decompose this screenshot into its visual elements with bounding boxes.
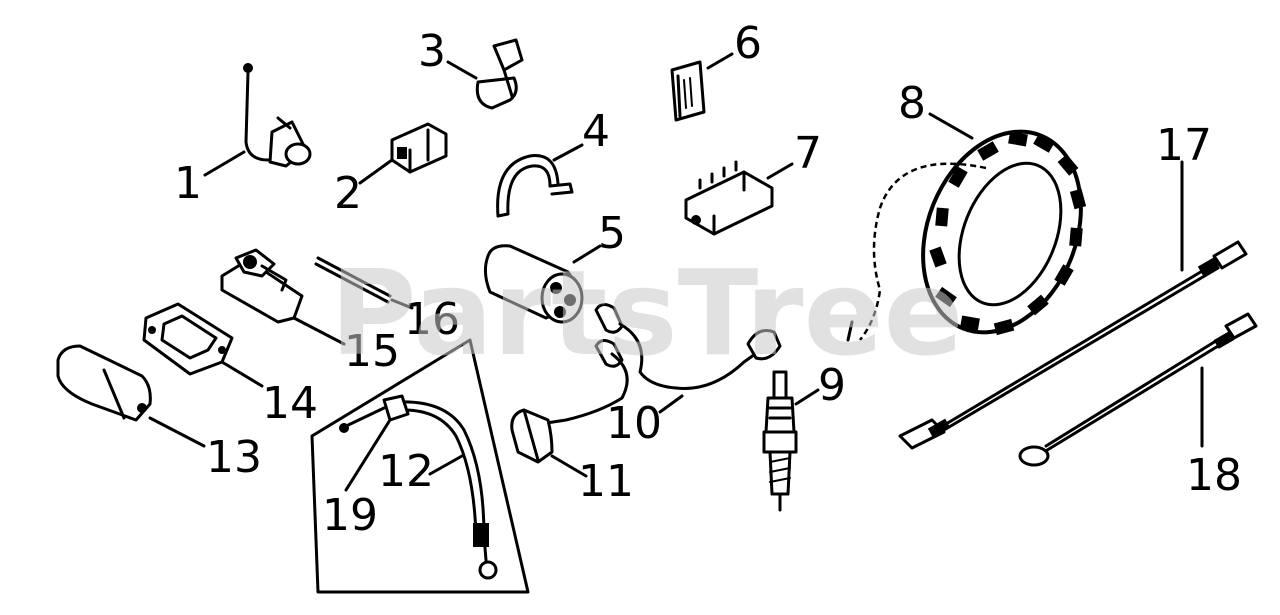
part-16-push-rod[interactable]	[314, 256, 392, 304]
callout-5: 5	[598, 208, 626, 259]
leader-line-12	[428, 454, 464, 476]
part-12-ground-wire[interactable]	[396, 400, 498, 580]
callout-8: 8	[898, 78, 926, 129]
leader-line-3	[446, 60, 478, 80]
part-1-condenser[interactable]	[243, 63, 312, 168]
callout-9: 9	[818, 360, 846, 411]
leader-line-16	[390, 298, 414, 310]
part-19-terminal[interactable]	[339, 394, 410, 433]
callout-19: 19	[322, 490, 378, 541]
callout-6: 6	[734, 18, 762, 69]
part-10-ignition-lead[interactable]	[538, 303, 782, 426]
callout-18: 18	[1186, 450, 1242, 501]
callout-7: 7	[794, 128, 822, 179]
leader-line-7	[766, 162, 794, 180]
part-4-bracket[interactable]	[496, 154, 574, 218]
leader-line-2	[358, 158, 394, 185]
callout-10: 10	[606, 398, 662, 449]
part-15-breaker-points[interactable]	[220, 248, 304, 324]
part-8-stator[interactable]	[846, 108, 1110, 356]
part-13-cover[interactable]	[56, 344, 152, 422]
callout-15: 15	[344, 326, 400, 377]
part-5-capacitor[interactable]	[483, 244, 584, 324]
inset-frame	[310, 338, 530, 594]
part-17-lead-wire[interactable]	[898, 240, 1248, 450]
part-14-gasket[interactable]	[142, 302, 234, 376]
callout-2: 2	[334, 168, 362, 219]
callout-3: 3	[418, 26, 446, 77]
leader-line-11	[550, 454, 588, 478]
leader-line-4	[552, 143, 584, 162]
leader-line-19	[344, 418, 392, 492]
watermark-logo: PartsTree	[330, 244, 964, 382]
leader-line-6	[706, 52, 734, 70]
part-6-module[interactable]	[670, 60, 706, 122]
callout-1: 1	[174, 158, 202, 209]
leader-line-10	[658, 394, 684, 414]
leader-line-9	[794, 388, 820, 406]
leader-line-15	[292, 316, 346, 346]
part-11-plug-boot[interactable]	[510, 408, 554, 464]
part-9-spark-plug[interactable]	[762, 370, 798, 512]
leader-line-13	[148, 416, 206, 448]
part-18-ground-wire[interactable]	[1018, 312, 1258, 467]
part-7-regulator[interactable]	[684, 160, 774, 236]
callout-12: 12	[378, 446, 434, 497]
leader-line-5	[572, 244, 602, 264]
part-3-clip[interactable]	[475, 38, 524, 110]
leader-line-14	[220, 360, 264, 388]
callout-13: 13	[206, 432, 262, 483]
part-2-terminal-block[interactable]	[390, 122, 448, 174]
callout-4: 4	[582, 106, 610, 157]
leader-line-1	[203, 150, 246, 177]
callout-16: 16	[404, 294, 460, 345]
leader-line-8	[928, 112, 974, 140]
callout-17: 17	[1156, 120, 1212, 171]
callout-14: 14	[262, 378, 318, 429]
callout-11: 11	[578, 456, 634, 507]
